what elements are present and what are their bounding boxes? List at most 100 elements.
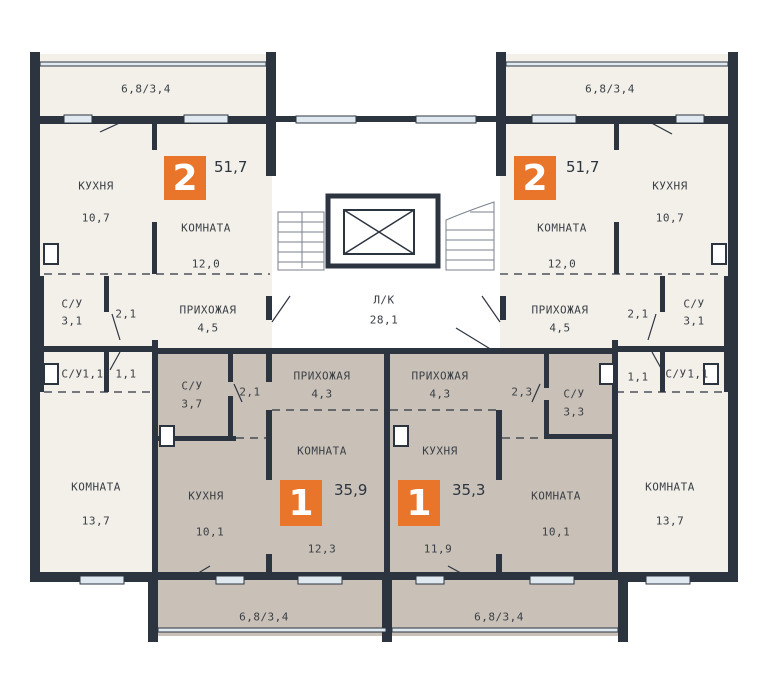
wall-balcony-br-right bbox=[618, 572, 628, 642]
window bbox=[79, 575, 125, 585]
window bbox=[39, 61, 267, 67]
window bbox=[645, 575, 691, 585]
hall-name: ПРИХОЖАЯ bbox=[179, 303, 237, 317]
wall bbox=[266, 296, 272, 320]
lift-cabin bbox=[343, 209, 415, 255]
wc-name: С/У bbox=[665, 367, 687, 381]
wall-top-center bbox=[272, 116, 500, 122]
wall bbox=[104, 346, 109, 392]
wall bbox=[544, 434, 614, 439]
hall-name: ПРИХОЖАЯ bbox=[293, 369, 351, 383]
stair-hall-area: 28,1 bbox=[369, 313, 399, 327]
balcony-tl-area: 6,8/3,4 bbox=[121, 82, 171, 96]
apartment-area: 51,7 bbox=[214, 158, 248, 176]
balcony-bl-area: 6,8/3,4 bbox=[239, 610, 289, 624]
wall-top-left bbox=[30, 116, 276, 124]
wall-left bbox=[30, 52, 40, 582]
wall bbox=[152, 340, 158, 576]
balcony-bl-fill bbox=[158, 580, 386, 636]
window bbox=[215, 575, 245, 585]
big-room-area: 13,7 bbox=[81, 514, 111, 528]
wall bbox=[496, 554, 502, 576]
stairs-right bbox=[445, 201, 495, 271]
kitchen-name: КУХНЯ bbox=[78, 179, 114, 193]
bath-name: С/У bbox=[563, 387, 585, 401]
kitchen-name: КУХНЯ bbox=[188, 489, 224, 503]
kitchen-area: 10,7 bbox=[655, 211, 685, 225]
wall bbox=[724, 276, 728, 392]
apartment-rooms-badge: 2 bbox=[164, 156, 206, 200]
wall bbox=[158, 436, 236, 441]
balcony-br-fill bbox=[392, 580, 618, 636]
window bbox=[505, 61, 729, 67]
window bbox=[157, 627, 387, 633]
balcony-tr-area: 6,8/3,4 bbox=[585, 82, 635, 96]
apartment-rooms-badge: 2 bbox=[514, 156, 556, 200]
apartment-rooms-badge: 1 bbox=[398, 480, 440, 526]
apartment-1-right-fill bbox=[390, 352, 616, 580]
kitchen-name: КУХНЯ bbox=[422, 444, 458, 458]
wall bbox=[616, 346, 728, 352]
wall bbox=[40, 276, 44, 392]
wall-balcony-tl-right bbox=[266, 52, 276, 176]
window bbox=[297, 575, 343, 585]
door-swings bbox=[99, 119, 673, 579]
wall bbox=[228, 396, 233, 438]
window bbox=[675, 114, 705, 124]
wall bbox=[500, 296, 506, 320]
kitchen-area: 10,1 bbox=[195, 525, 225, 539]
room-area: 12,0 bbox=[191, 257, 221, 271]
hall-area: 4,3 bbox=[311, 387, 333, 401]
hall-name: ПРИХОЖАЯ bbox=[531, 303, 589, 317]
bath-name: С/У bbox=[683, 297, 705, 311]
wall bbox=[612, 340, 618, 576]
window bbox=[529, 575, 575, 585]
room-name: КОМНАТА bbox=[297, 444, 347, 458]
window bbox=[415, 575, 445, 585]
wall bbox=[660, 276, 665, 312]
wc-area: 1,1 bbox=[82, 367, 104, 381]
room-name: КОМНАТА bbox=[537, 221, 587, 235]
window bbox=[295, 115, 357, 124]
big-room-area: 13,7 bbox=[655, 514, 685, 528]
wall bbox=[384, 348, 390, 580]
wall bbox=[152, 124, 157, 150]
window bbox=[415, 115, 477, 124]
hall-area: 4,5 bbox=[549, 321, 571, 335]
bath-area: 3,1 bbox=[683, 314, 705, 328]
wall bbox=[228, 352, 233, 382]
apartment-area: 35,3 bbox=[452, 481, 486, 499]
big-room-name: КОМНАТА bbox=[645, 480, 695, 494]
wc-door-area: 1,1 bbox=[115, 367, 137, 381]
bath-area: 3,3 bbox=[563, 405, 585, 419]
wc-door-area: 1,1 bbox=[627, 370, 649, 384]
wall bbox=[266, 554, 272, 576]
wall bbox=[614, 124, 619, 150]
wall bbox=[614, 222, 619, 274]
wall-balcony-tr-left bbox=[496, 52, 506, 176]
wall-top-right bbox=[496, 116, 738, 124]
room-area: 12,0 bbox=[547, 257, 577, 271]
hall-area: 4,3 bbox=[429, 387, 451, 401]
wall bbox=[496, 410, 502, 480]
hall-name: ПРИХОЖАЯ bbox=[411, 369, 469, 383]
bath-area: 3,1 bbox=[61, 314, 83, 328]
window bbox=[391, 627, 619, 633]
kitchen-area: 10,7 bbox=[81, 211, 111, 225]
wall-balcony-bl-left bbox=[148, 572, 158, 642]
window bbox=[63, 114, 93, 124]
window bbox=[183, 114, 229, 124]
wc-name: С/У bbox=[61, 367, 83, 381]
kitchen-area: 11,9 bbox=[423, 542, 453, 556]
wall bbox=[266, 352, 272, 382]
zone-dividers bbox=[44, 273, 724, 439]
apartment-area: 51,7 bbox=[566, 158, 600, 176]
room-area: 10,1 bbox=[541, 525, 571, 539]
stairs-left bbox=[277, 211, 325, 271]
wall-balcony-mid bbox=[382, 572, 392, 642]
wall bbox=[544, 352, 549, 388]
kitchen-name: КУХНЯ bbox=[652, 179, 688, 193]
bath-name: С/У bbox=[181, 379, 203, 393]
stair-hall-name: Л/К bbox=[373, 293, 395, 307]
